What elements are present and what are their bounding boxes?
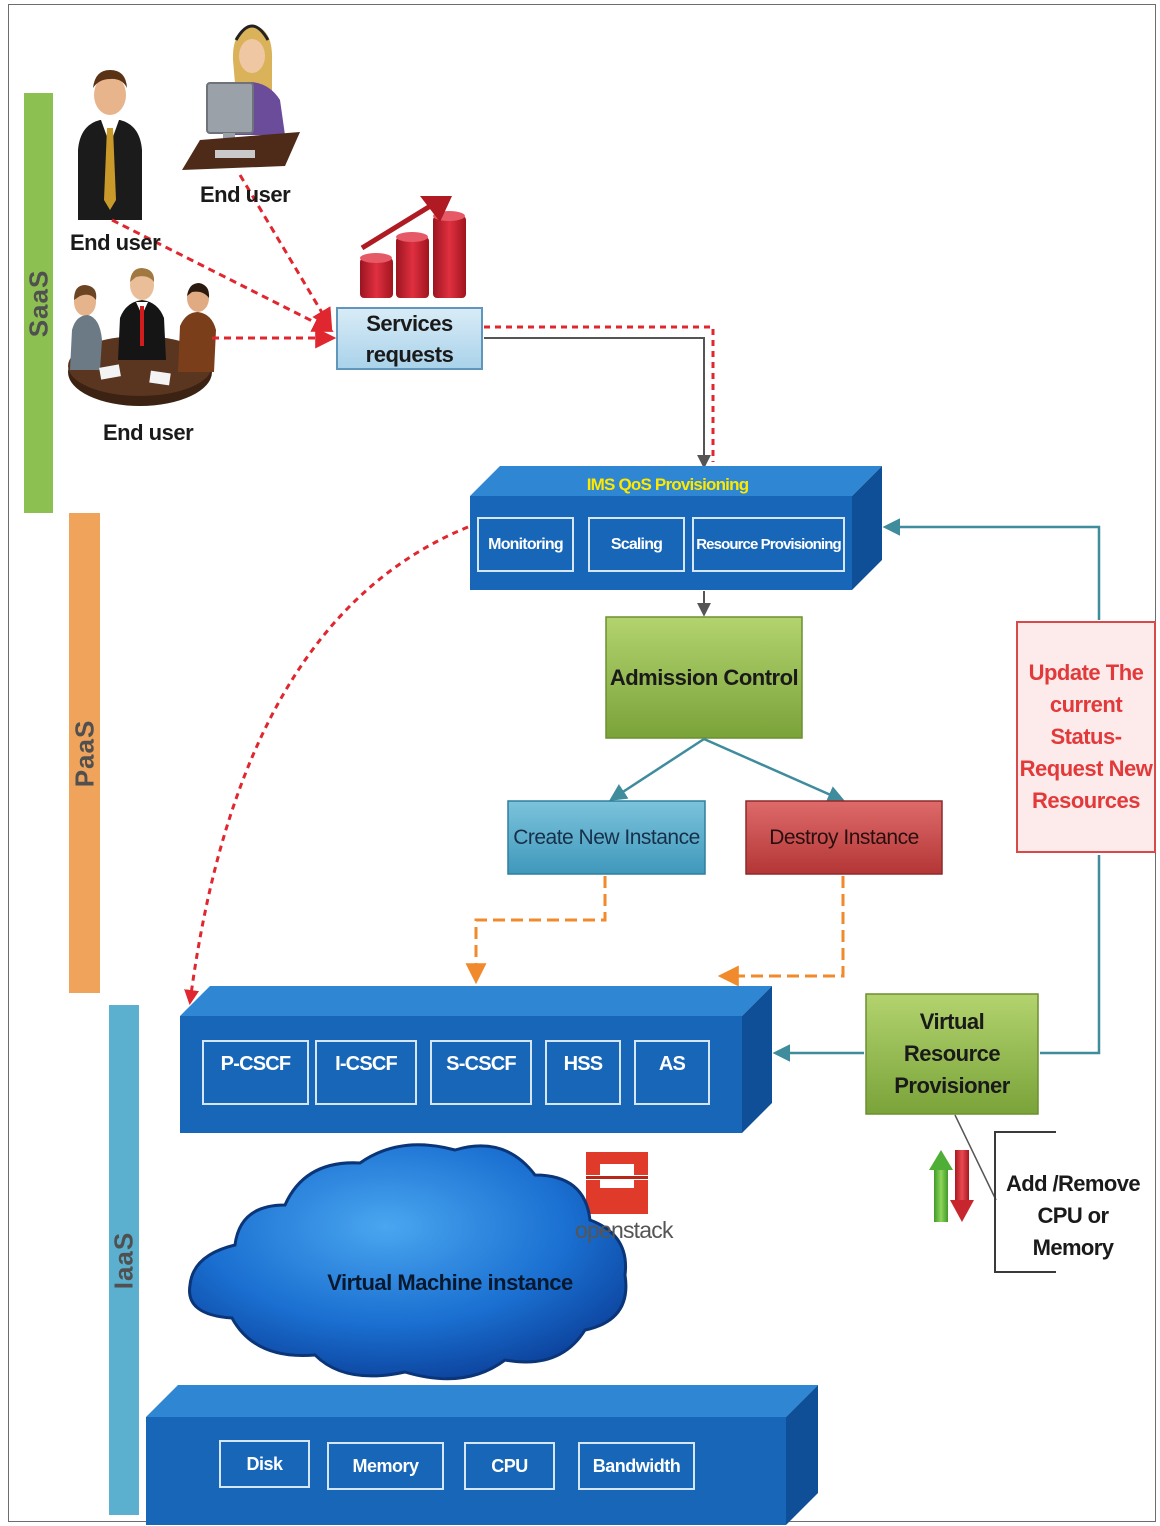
vm-instance-label: Virtual Machine instance [327, 1270, 573, 1295]
saas-layer-bar: SaaS [23, 93, 53, 513]
bandwidth-label: Bandwidth [592, 1455, 681, 1476]
s-cscf-label: S-CSCF [446, 1052, 516, 1075]
services-requests-label: Services requests [365, 310, 454, 367]
add-remove-label: Add /Remove CPU or Memory [1006, 1171, 1141, 1260]
destroy-instance-label: Destroy Instance [769, 825, 919, 849]
update-status-box: Update The current Status- Request New R… [1016, 621, 1156, 853]
disk-label: Disk [246, 1453, 283, 1474]
services-requests-box [336, 307, 483, 370]
as-label: AS [658, 1052, 686, 1075]
call-center-agent-icon [182, 24, 300, 170]
memory-label: Memory [352, 1455, 419, 1476]
end-user-label-left: End user [70, 230, 161, 255]
cpu-label: CPU [491, 1455, 528, 1476]
destroy-instance-box [745, 800, 943, 875]
i-cscf-label: I-CSCF [335, 1052, 398, 1075]
provisioner-bracket-connector [954, 1114, 997, 1201]
destroy-to-core-dashed [717, 876, 845, 987]
meeting-group-icon [68, 268, 216, 406]
hss-label: HSS [563, 1052, 604, 1075]
admission-to-destroy-arrow [703, 737, 846, 803]
paas-layer-bar: PaaS [69, 513, 100, 993]
admission-to-create-arrow [609, 737, 705, 801]
virtual-resource-provisioner-label: Virtual Resource Provisioner [894, 1009, 1010, 1098]
provisioner-to-update-line [1040, 855, 1101, 1055]
openstack-logo [586, 1152, 648, 1214]
ims-qos-title: IMS QoS Provisioning [586, 475, 749, 494]
infrastructure-platform [146, 1385, 818, 1525]
end-user-label-desk: End user [200, 182, 291, 207]
growth-chart-icon [360, 196, 466, 298]
businessman-icon [78, 70, 142, 220]
ims-to-core-curved-dashed [184, 525, 469, 1005]
admission-control-box [605, 616, 803, 739]
p-cscf-label: P-CSCF [220, 1052, 291, 1075]
ims-qos-platform [470, 466, 882, 590]
end-user-label-meeting: End user [103, 420, 194, 445]
user1-to-services-arrow [111, 218, 334, 332]
up-down-arrows-icon [929, 1150, 974, 1222]
update-to-ims-arrow [882, 518, 1101, 620]
monitoring-module: Monitoring [488, 535, 563, 553]
vm-cloud-icon [188, 1143, 628, 1381]
add-remove-bracket [994, 1131, 1056, 1273]
openstack-label: openstack [575, 1217, 673, 1243]
create-instance-label: Create New Instance [513, 825, 700, 849]
iaas-layer-bar: IaaS [109, 1005, 139, 1515]
create-instance-box [507, 800, 706, 875]
create-to-core-dashed [465, 876, 607, 985]
user2-to-services-arrow [238, 174, 333, 330]
admission-control-label: Admission Control [609, 664, 799, 690]
services-to-ims-dashed [484, 325, 715, 462]
virtual-resource-provisioner-box [865, 993, 1039, 1115]
services-to-ims-line [484, 337, 711, 469]
resource-provisioning-module: Resource Provisioning [696, 536, 841, 553]
ims-core-platform [180, 986, 772, 1133]
scaling-module: Scaling [610, 535, 663, 553]
